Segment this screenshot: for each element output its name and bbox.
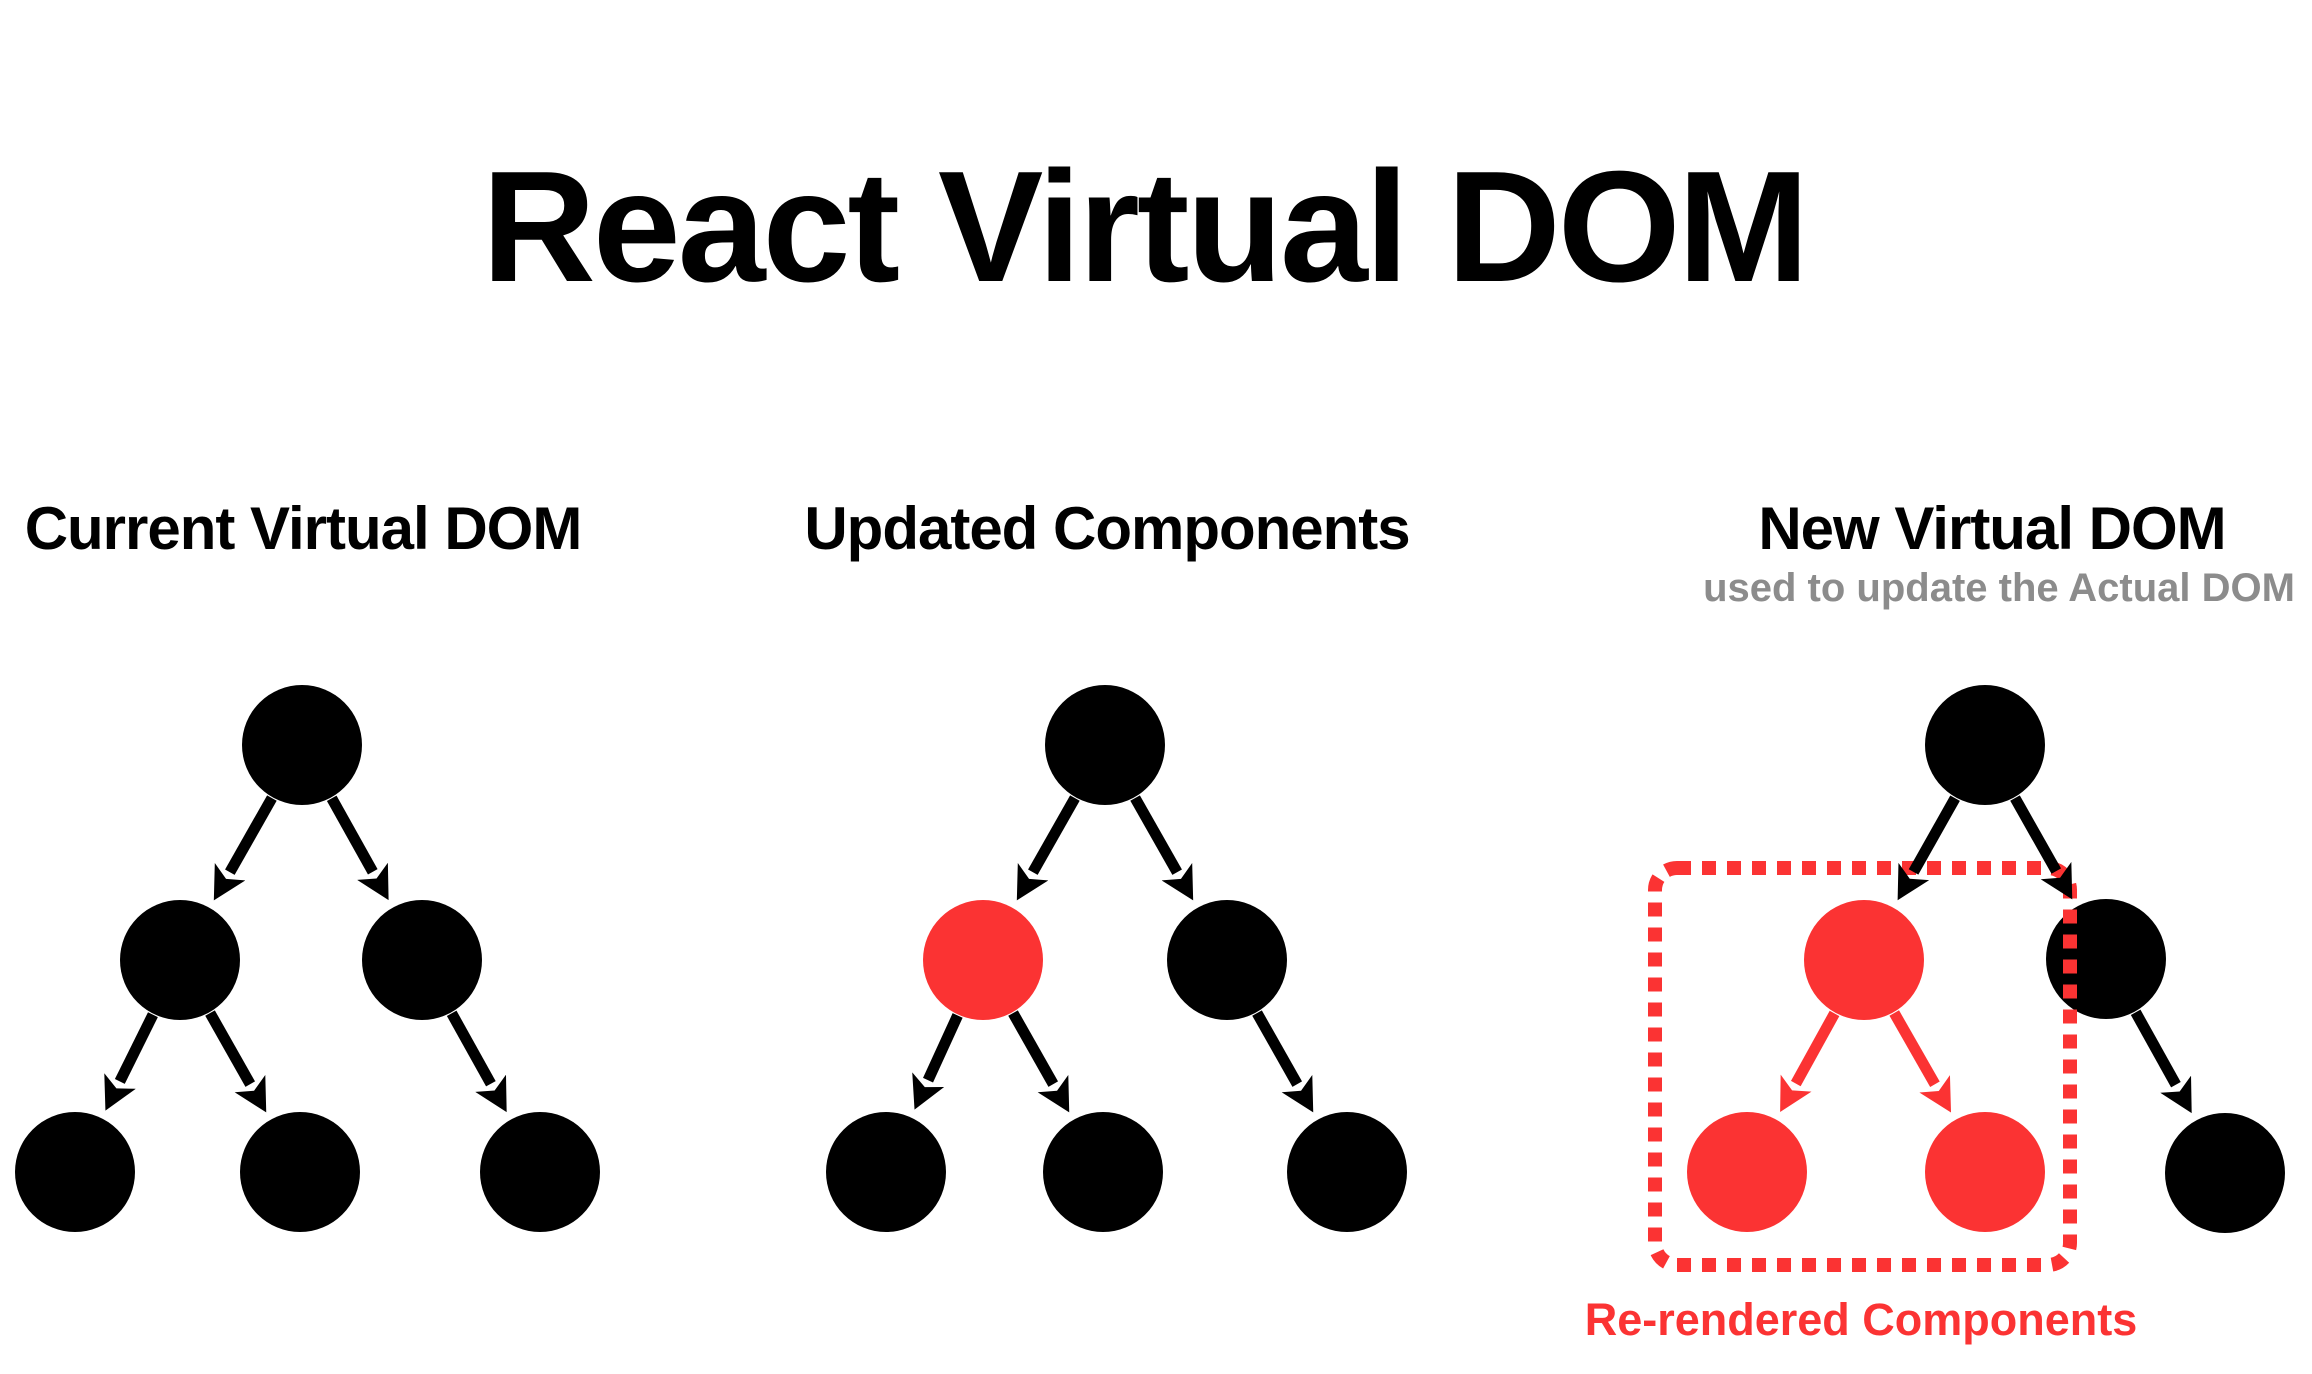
panel-sublabel-used-to-update-actual-dom: used to update the Actual DOM [1703,566,2295,610]
tree-edge-new [1889,1010,1952,1113]
tree-edge-current [326,795,389,901]
tree-node-updated-1 [923,900,1043,1020]
tree-edge-new [2010,795,2073,900]
tree-node-current-4 [240,1112,360,1232]
tree-node-updated-4 [1043,1112,1163,1232]
tree-edge-new [1897,795,1960,901]
tree-node-new-0 [1925,685,2045,805]
tree-node-new-3 [1687,1112,1807,1232]
tree-node-current-0 [242,685,362,805]
tree-edge-updated [1016,795,1080,901]
tree-node-current-1 [120,900,240,1020]
panel-label-updated-components: Updated Components [804,495,1410,562]
tree-node-updated-3 [826,1112,946,1232]
tree-edge-updated [1008,1010,1070,1113]
tree-edge-current [446,1010,507,1113]
tree-node-updated-5 [1287,1112,1407,1232]
rerendered-components-label: Re-rendered Components [1584,1294,2138,1345]
tree-edge-new [2130,1009,2192,1114]
tree-node-new-4 [1925,1112,2045,1232]
tree-edge-current [104,1012,158,1111]
tree-node-updated-0 [1045,685,1165,805]
re-render-highlight-box [1648,861,2077,1272]
tree-edge-updated [1252,1010,1314,1113]
tree-node-new-1 [1804,900,1924,1020]
panel-label-new-virtual-dom: New Virtual DOM [1758,495,2226,562]
slide-title: React Virtual DOM [481,139,1810,315]
tree-edge-current [205,1010,267,1113]
tree-node-current-5 [480,1112,600,1232]
tree-node-current-2 [362,900,482,1020]
tree-edge-current [213,795,277,901]
panel-label-current-virtual-dom: Current Virtual DOM [24,495,583,562]
tree-edge-updated [1130,795,1194,901]
tree-edge-updated [912,1013,963,1110]
tree-node-current-3 [15,1112,135,1232]
tree-edge-new [1780,1010,1840,1112]
tree-node-updated-2 [1167,900,1287,1020]
tree-node-new-5 [2165,1113,2285,1233]
